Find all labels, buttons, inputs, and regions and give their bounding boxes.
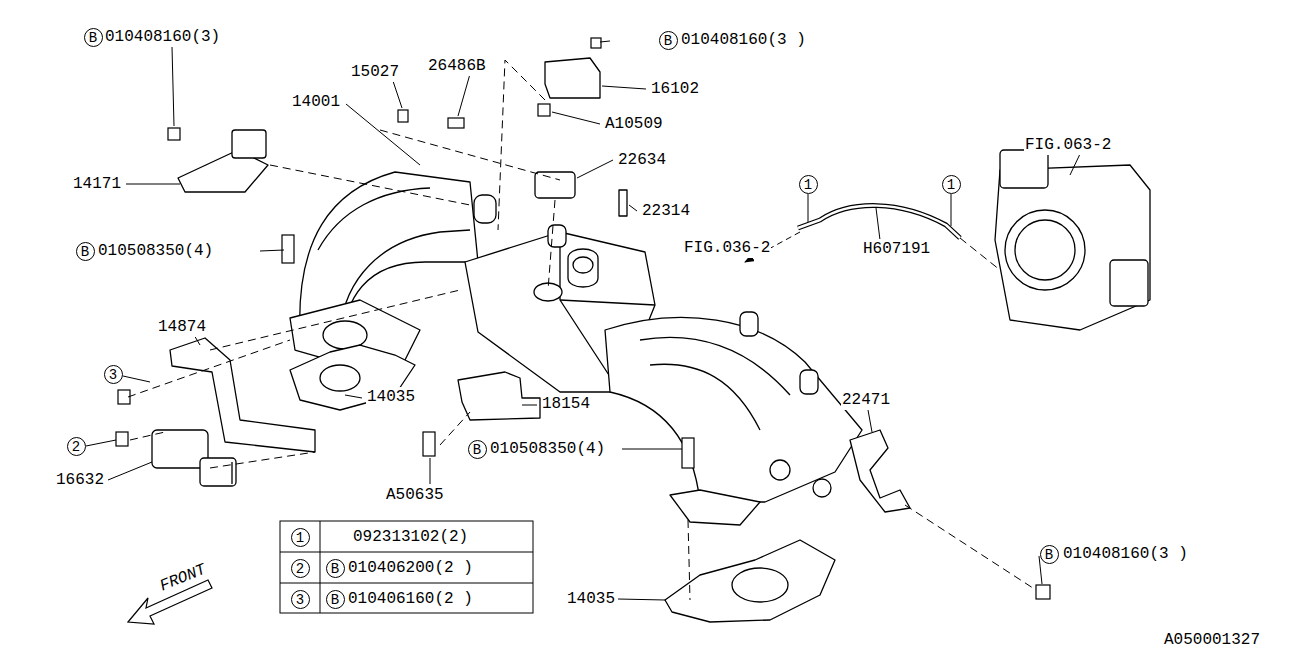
label-anchor: 14001: [291, 92, 341, 112]
label-anchor: 18154: [541, 394, 591, 414]
callout-number: B: [468, 440, 487, 459]
callout-number: B: [84, 28, 103, 47]
part-number: FIG.063-2: [1024, 135, 1112, 155]
part-number: 010508350(4): [97, 241, 214, 261]
label-anchor: 1: [942, 175, 961, 194]
table-grid: [280, 521, 533, 613]
label-anchor: 2: [291, 559, 310, 578]
label-anchor: 010408160(3 ): [1062, 544, 1189, 564]
part-number: 16632: [55, 470, 105, 490]
direction-label: FRONT: [156, 559, 210, 596]
label-anchor: 16102: [650, 79, 700, 99]
part-number: 010408160(3): [104, 27, 221, 47]
label-anchor: A10509: [604, 114, 664, 134]
part-number: 010408160(3 ): [680, 30, 807, 50]
label-anchor: 22314: [641, 201, 691, 221]
callout-number: 3: [104, 365, 123, 384]
part-number: 010406160(2 ): [347, 589, 474, 609]
callout-number: 2: [67, 437, 86, 456]
label-anchor: B: [326, 559, 345, 578]
part-number: A10509: [604, 114, 664, 134]
label-anchor: 1: [291, 528, 310, 547]
part-number: 22314: [641, 201, 691, 221]
part-number: 22471: [841, 390, 891, 410]
label-anchor: 14035: [566, 589, 616, 609]
part-number: A50635: [385, 485, 445, 505]
label-anchor: B: [468, 440, 487, 459]
callout-number: 3: [291, 590, 310, 609]
callout-number: B: [659, 31, 678, 50]
label-anchor: B: [76, 242, 95, 261]
part-number: H607191: [862, 239, 931, 259]
part-number: 14035: [566, 589, 616, 609]
label-anchor: 010508350(4): [489, 439, 606, 459]
label-anchor: B: [84, 28, 103, 47]
part-number: 010406200(2 ): [347, 558, 474, 578]
label-anchor: 1: [799, 175, 818, 194]
callout-number: B: [1040, 545, 1059, 564]
part-number: 14035: [366, 387, 416, 407]
label-anchor: FIG.036-2: [683, 238, 771, 258]
part-number: 16102: [650, 79, 700, 99]
callout-number: 1: [291, 528, 310, 547]
callout-number: B: [76, 242, 95, 261]
part-number: FIG.036-2: [683, 238, 771, 258]
label-anchor: FRONT: [158, 568, 208, 588]
label-anchor: 010406160(2 ): [347, 589, 474, 609]
label-anchor: 010408160(3 ): [680, 30, 807, 50]
label-anchor: 16632: [55, 470, 105, 490]
label-anchor: 14171: [72, 174, 122, 194]
label-anchor: 010408160(3): [104, 27, 221, 47]
label-anchor: 14035: [366, 387, 416, 407]
label-anchor: 22634: [617, 150, 667, 170]
label-anchor: H607191: [862, 239, 931, 259]
label-anchor: A50635: [385, 485, 445, 505]
callout-number: 1: [799, 175, 818, 194]
part-number: 092313102(2): [352, 527, 469, 547]
part-number: 15027: [350, 62, 400, 82]
callout-number: B: [326, 590, 345, 609]
part-number: 26486B: [427, 56, 487, 76]
label-anchor: 3: [104, 365, 123, 384]
part-number: 010508350(4): [489, 439, 606, 459]
label-anchor: 3: [291, 590, 310, 609]
label-anchor: FIG.063-2: [1024, 135, 1112, 155]
label-anchor: 14874: [157, 317, 207, 337]
part-number: 22634: [617, 150, 667, 170]
callout-number: B: [326, 559, 345, 578]
label-anchor: 010406200(2 ): [347, 558, 474, 578]
callout-number: 2: [291, 559, 310, 578]
part-number: A050001327: [1163, 630, 1261, 650]
label-anchor: 22471: [841, 390, 891, 410]
label-anchor: 26486B: [427, 56, 487, 76]
part-number: 010408160(3 ): [1062, 544, 1189, 564]
label-anchor: B: [659, 31, 678, 50]
label-anchor: 15027: [350, 62, 400, 82]
part-number: 18154: [541, 394, 591, 414]
label-anchor: B: [326, 590, 345, 609]
label-anchor: A050001327: [1163, 630, 1261, 650]
label-anchor: 092313102(2): [352, 527, 469, 547]
part-number: 14874: [157, 317, 207, 337]
callout-number: 1: [942, 175, 961, 194]
label-anchor: B: [1040, 545, 1059, 564]
label-anchor: 2: [67, 437, 86, 456]
part-number: 14001: [291, 92, 341, 112]
part-number: 14171: [72, 174, 122, 194]
label-anchor: 010508350(4): [97, 241, 214, 261]
